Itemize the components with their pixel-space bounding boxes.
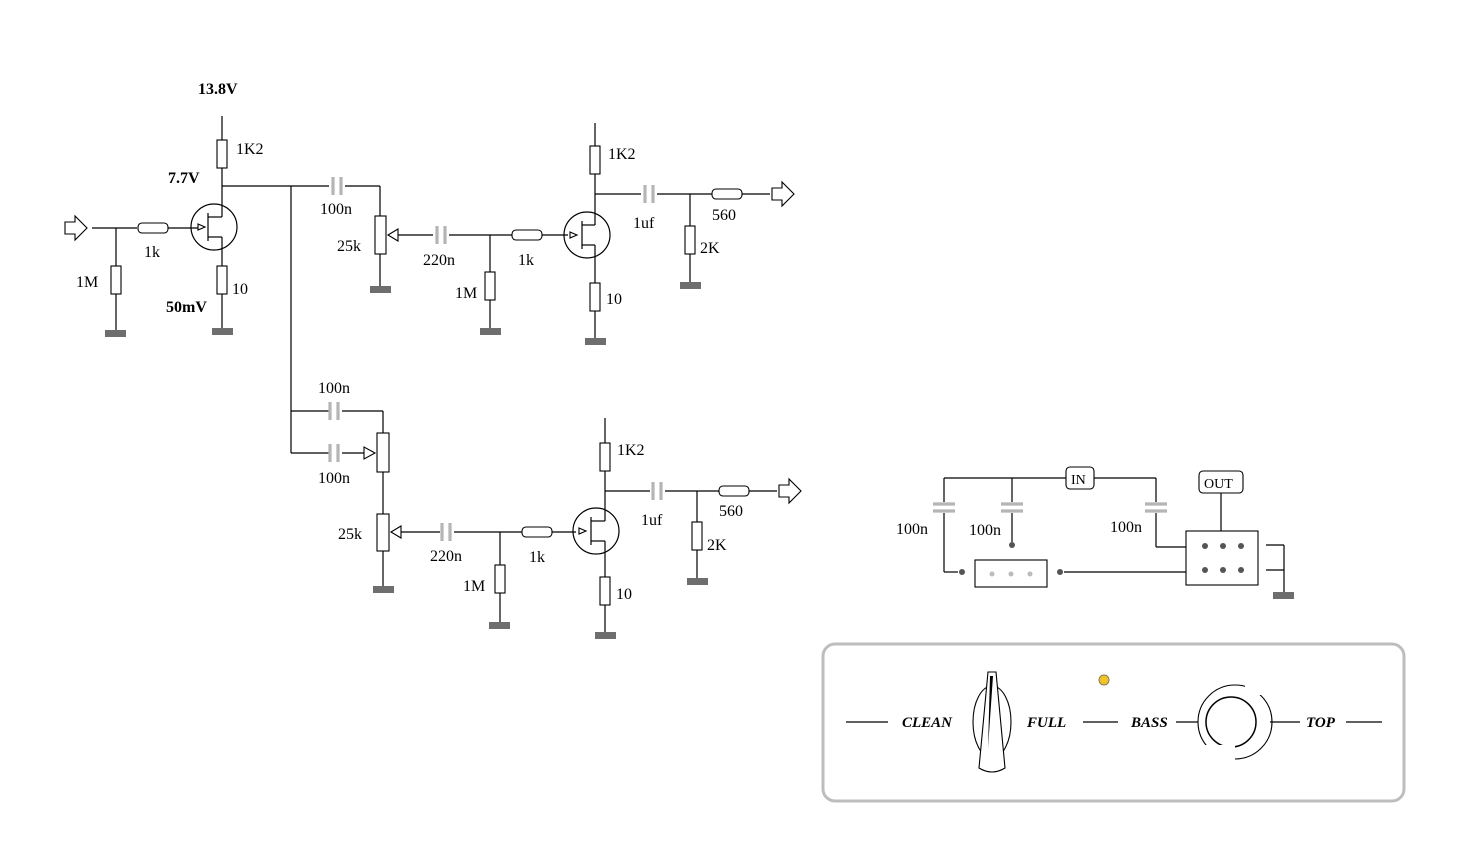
upper-stage: 100n 25k 220n 1M 1k 1K2 10 1uf 2K 560 [320, 123, 795, 345]
input-gate-resistor [110, 265, 122, 295]
drain-resistor-label: 1K2 [236, 141, 264, 158]
lower-series-resistor [521, 526, 553, 538]
ground-icon [480, 328, 501, 335]
lower-gate-resistor-label: 1M [463, 578, 485, 595]
lower-output-arrow-icon [778, 477, 802, 505]
upper-series-resistor [511, 229, 543, 241]
lower-output-cap-label: 1uf [641, 512, 663, 529]
lower-output-resistor [718, 485, 750, 497]
lower-output-resistor-label: 560 [719, 503, 743, 520]
output-jack [1185, 530, 1259, 586]
ground-icon [373, 586, 394, 593]
drain-voltage-label: 7.7V [168, 170, 200, 187]
source-voltage-label: 50mV [166, 299, 207, 316]
switch-cap-mid-label: 100n [969, 522, 1001, 539]
top-label: TOP [1306, 715, 1336, 731]
out-label: OUT [1204, 477, 1233, 492]
clean-label: CLEAN [902, 715, 953, 731]
lower-series-resistor-label: 1k [529, 549, 545, 566]
jfet-1 [190, 203, 238, 251]
bass-label: BASS [1130, 715, 1168, 731]
lower-drain-resistor [599, 442, 611, 472]
upper-pot-label: 25k [337, 238, 361, 255]
lower-drain-resistor-label: 1K2 [617, 442, 645, 459]
lower-coupling-cap-top-label: 100n [318, 380, 350, 397]
ground-icon [687, 578, 708, 585]
jfet-3 [572, 507, 620, 555]
input-stage: 13.8V 7.7V 50mV 1K2 1k 1M 10 [64, 81, 264, 337]
in-label: IN [1071, 473, 1086, 488]
front-panel: CLEAN FULL BASS TOP [821, 642, 1406, 803]
ground-icon [1273, 592, 1294, 599]
upper-output-resistor [711, 188, 743, 200]
lower-load-resistor [691, 521, 703, 551]
upper-source-resistor [589, 282, 601, 312]
upper-source-resistor-label: 10 [606, 291, 622, 308]
lower-stage: 100n 100n 25k 220n 1M 1k 1K2 10 1uf 2K 5… [318, 380, 802, 639]
led-indicator [1098, 674, 1110, 686]
full-label: FULL [1026, 715, 1066, 731]
upper-gate-cap-label: 220n [423, 252, 455, 269]
upper-load-resistor-label: 2K [700, 240, 720, 257]
drain-bus [222, 185, 329, 454]
upper-coupling-cap-label: 100n [320, 201, 352, 218]
upper-series-resistor-label: 1k [518, 252, 534, 269]
upper-drain-resistor-label: 1K2 [608, 146, 636, 163]
supply-voltage-label: 13.8V [198, 81, 238, 98]
jfet-2 [563, 211, 611, 259]
source-resistor-1 [216, 265, 228, 295]
lower-coupling-cap-bottom-label: 100n [318, 470, 350, 487]
input-series-resistor [137, 222, 169, 234]
ground-icon [489, 622, 510, 629]
ground-icon [105, 330, 126, 337]
upper-gate-resistor-label: 1M [455, 285, 477, 302]
switch-cap-right-label: 100n [1110, 519, 1142, 536]
input-arrow-icon [64, 214, 88, 242]
in-label-box [1065, 466, 1095, 490]
lower-gate-resistor [494, 564, 506, 594]
selector-knob-icon[interactable] [972, 671, 1012, 773]
lower-source-resistor-label: 10 [616, 586, 632, 603]
ground-icon [680, 282, 701, 289]
source-resistor-label: 10 [232, 281, 248, 298]
upper-output-arrow-icon [771, 180, 795, 208]
input-resistor-label: 1k [144, 244, 160, 261]
drain-resistor-1 [216, 139, 228, 169]
lower-tone-pot [376, 432, 390, 473]
upper-load-resistor [684, 225, 696, 255]
upper-output-resistor-label: 560 [712, 207, 736, 224]
lower-volume-pot [376, 513, 390, 552]
ground-icon [370, 286, 391, 293]
ground-icon [585, 338, 606, 345]
lower-gate-cap-label: 220n [430, 548, 462, 565]
lower-source-resistor [599, 576, 611, 606]
gate-resistor-label: 1M [76, 274, 98, 291]
upper-output-cap-label: 1uf [633, 215, 655, 232]
lower-pot-label: 25k [338, 526, 362, 543]
upper-drain-resistor [589, 145, 601, 175]
ground-icon [595, 632, 616, 639]
ground-icon [212, 328, 233, 335]
lower-load-resistor-label: 2K [707, 537, 727, 554]
tone-knob-icon[interactable] [1190, 675, 1285, 765]
switch-wiring: IN OUT [896, 466, 1294, 599]
upper-gate-resistor [484, 271, 496, 301]
switch-cap-left-label: 100n [896, 521, 928, 538]
upper-volume-pot [374, 215, 387, 255]
